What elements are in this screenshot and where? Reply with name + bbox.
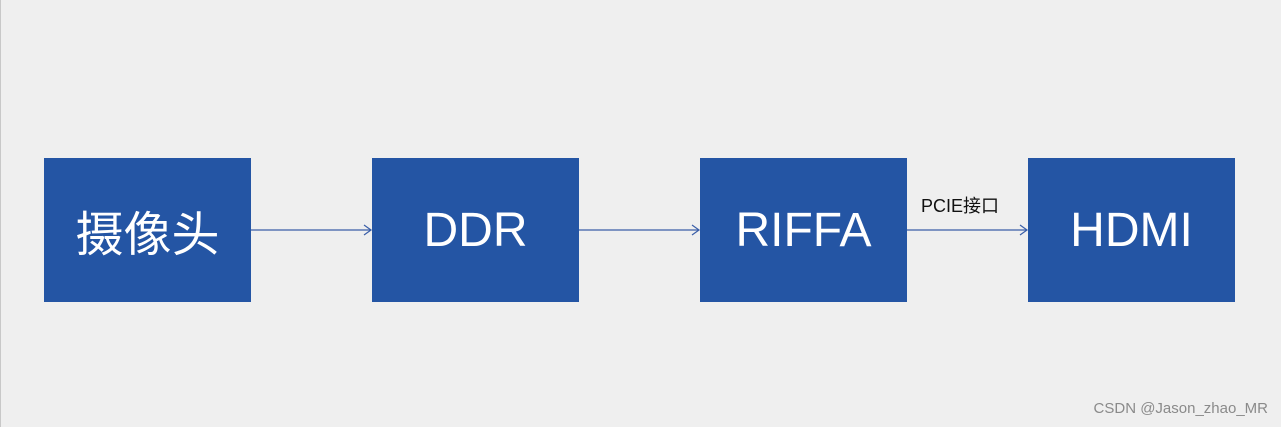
edge-label-pcie: PCIE接口 <box>921 196 1000 216</box>
node-riffa-label: RIFFA <box>735 203 872 257</box>
edge-riffa-to-hdmi <box>907 224 1029 236</box>
edge-camera-to-ddr <box>251 224 373 236</box>
node-camera-label: 摄像头 <box>75 209 220 262</box>
node-riffa: RIFFA <box>700 158 907 302</box>
node-hdmi-label: HDMI <box>1070 203 1193 257</box>
node-camera: 摄像头 <box>44 158 251 302</box>
left-border <box>0 0 1 427</box>
edge-ddr-to-riffa <box>579 224 701 236</box>
watermark: CSDN @Jason_zhao_MR <box>1093 400 1268 417</box>
node-ddr-label: DDR <box>423 203 528 257</box>
node-hdmi: HDMI <box>1028 158 1235 302</box>
node-ddr: DDR <box>372 158 579 302</box>
